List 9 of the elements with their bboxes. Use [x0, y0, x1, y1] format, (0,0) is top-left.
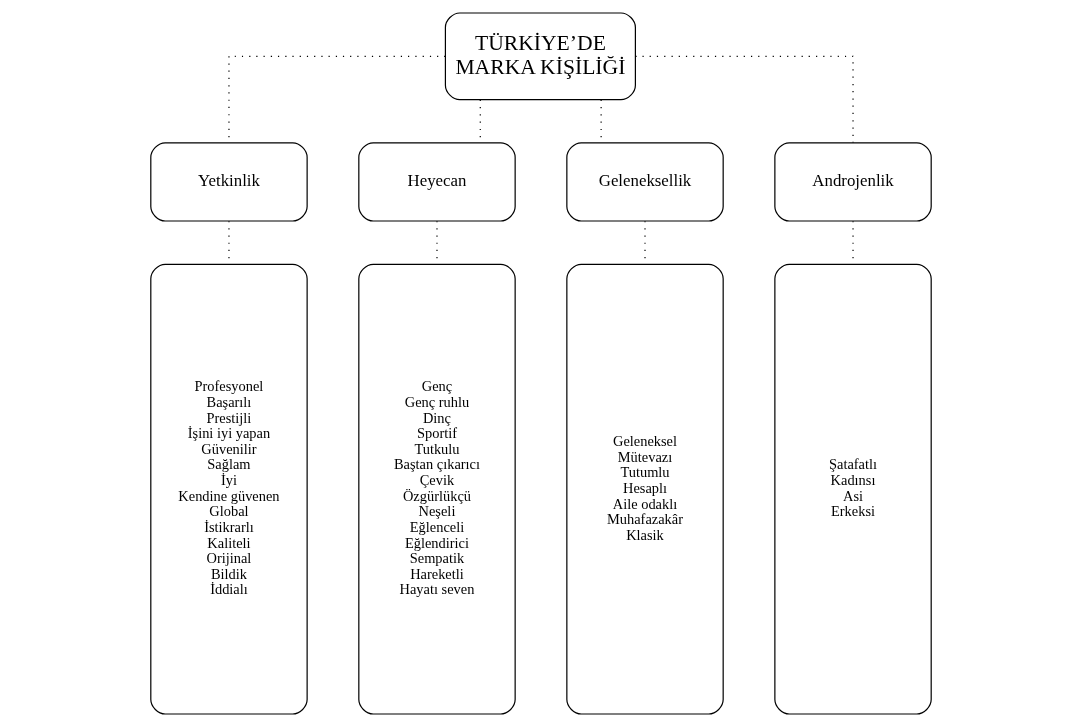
node-box: Yetkinlik: [149, 142, 308, 222]
node-box: Şatafatlı Kadınsı Asi Erkeksi: [773, 263, 932, 715]
node-box: Genç Genç ruhlu Dinç Sportif Tutkulu Baştan çıkarıcı Çevik Özgürlükçü Neşeli Eğlenceli Eğlendirici Sempatik Hareketli Hayatı seven: [357, 263, 516, 715]
node-box: Androjenlik: [773, 142, 932, 222]
node-box: TÜRKİYE’DE MARKA KİŞİLİĞİ: [444, 12, 636, 101]
node-box: Heyecan: [357, 142, 516, 222]
node-box: Geleneksellik: [565, 142, 724, 222]
node-box: Profesyonel Başarılı Prestijli İşini iyi yapan Güvenilir Sağlam İyi Kendine güvenen Global İstikrarlı Kaliteli Orijinal Bildik İddialı: [149, 263, 308, 715]
node-box: Geleneksel Mütevazı Tutumlu Hesaplı Aile odaklı Muhafazakâr Klasik: [565, 263, 724, 715]
